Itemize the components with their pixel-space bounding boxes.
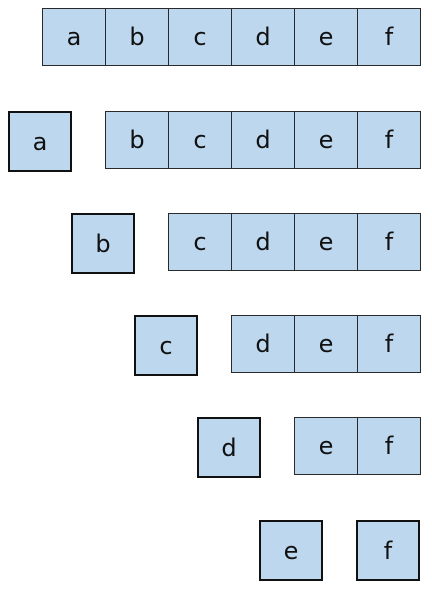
array-cell: b [105, 8, 169, 66]
removed-element-box: b [71, 213, 135, 274]
array-cell: c [168, 111, 232, 169]
array-cell: f [357, 213, 421, 271]
array-cell: c [168, 213, 232, 271]
array-cell: e [294, 8, 358, 66]
removed-element-box: d [197, 417, 261, 478]
array-cell: e [294, 315, 358, 373]
array-cell: d [231, 111, 295, 169]
array-cell: d [231, 8, 295, 66]
array-cell: e [294, 111, 358, 169]
array-cell: e [294, 417, 358, 475]
array-cell: c [168, 8, 232, 66]
array-cell: f [357, 315, 421, 373]
array-cell: f [357, 417, 421, 475]
array-cell: f [357, 111, 421, 169]
array-cell: d [231, 315, 295, 373]
removed-element-box: e [259, 520, 323, 581]
array-cell: f [357, 8, 421, 66]
array-cell: f [356, 520, 420, 581]
removed-element-box: a [8, 111, 72, 172]
array-cell: a [42, 8, 106, 66]
array-cell: d [231, 213, 295, 271]
removed-element-box: c [134, 315, 198, 376]
array-cell: b [105, 111, 169, 169]
array-cell: e [294, 213, 358, 271]
